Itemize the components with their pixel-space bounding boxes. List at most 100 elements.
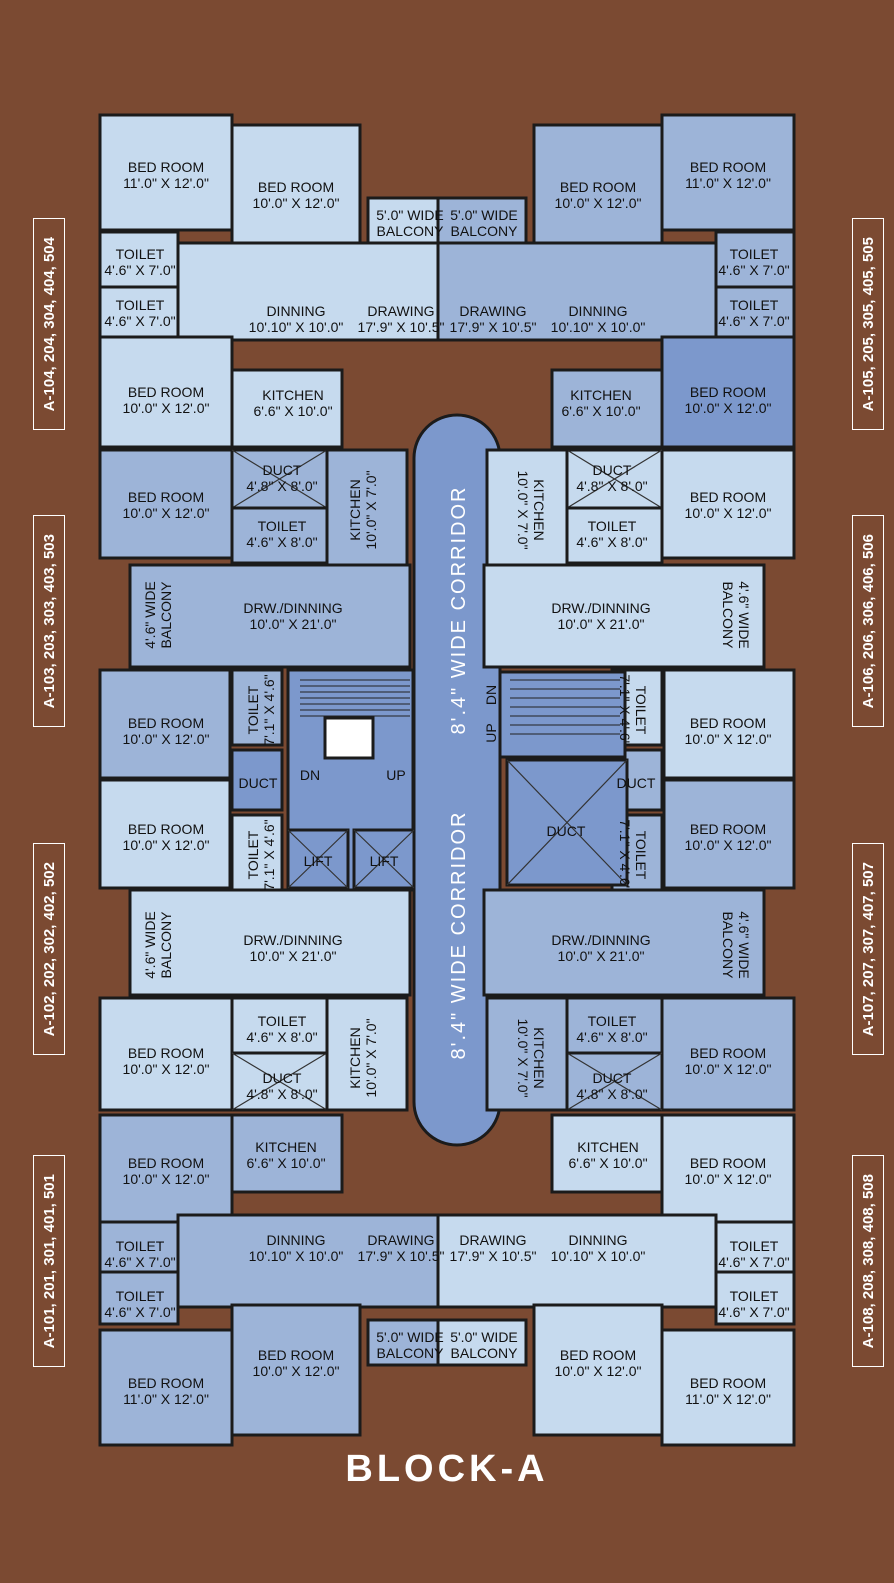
unit-tag-left-3: A-102, 202, 302, 402, 502	[33, 843, 65, 1055]
right-label-toilet-bot-1-line: 4'.6" X 7'.0"	[718, 1254, 789, 1270]
right-label-bed-top-2-line: BED ROOM	[560, 179, 636, 195]
left-top-bed-2	[230, 123, 362, 255]
left-label-bed-top-2-line: 10'.0" X 12'.0"	[253, 195, 340, 211]
left-label-toilet-bot-2-line: TOILET	[116, 1288, 165, 1304]
right-label-bed-top-1-line: 11'.0" X 12'.0"	[685, 175, 771, 191]
right-label-drawing-bot-line: DRAWING	[459, 1232, 526, 1248]
left-label-bed-mid2-2-line: BED ROOM	[128, 1045, 204, 1061]
left-label-bed-bot-2-line: BED ROOM	[258, 1347, 334, 1363]
label-stair-up-left: UP	[386, 767, 405, 783]
right-mid2-duct-cross	[566, 1052, 663, 1111]
left-label-duct-mid: DUCT	[239, 775, 278, 791]
left-top-dinning-drawing	[176, 241, 458, 342]
left-label-toilet-mid1-2-line: 7'.1" X 4'.6"	[261, 674, 277, 745]
right-label-toilet-mid1-line: 4'.6" X 8'.0"	[576, 534, 647, 550]
left-label-bed-top-2-line: BED ROOM	[258, 179, 334, 195]
label-corridor-bottom: 8'.4" WIDE CORRIDOR	[448, 811, 470, 1060]
right-label-drw-mid1-line: DRW./DINNING	[551, 600, 650, 616]
right-mid1-bed-1	[660, 448, 796, 560]
left-top-bed-1	[98, 113, 234, 232]
right-label-toilet-mid2-2-line: TOILET	[588, 1013, 637, 1029]
right-bot-bed-1	[660, 1113, 796, 1224]
left-mid2-bed-2	[98, 996, 234, 1112]
right-label-kitchen-mid2: KITCHEN10'.0" X 7'.0"	[515, 1018, 547, 1097]
right-top-balcony	[436, 196, 528, 245]
right-label-dinning-bot-line: DINNING	[568, 1232, 627, 1248]
right-label-toilet-bot-1-line: TOILET	[730, 1238, 779, 1254]
right-label-kitchen-top-line: KITCHEN	[570, 387, 631, 403]
left-label-dinning-bot-line: DINNING	[266, 1232, 325, 1248]
left-label-drw-mid2-line: DRW./DINNING	[243, 932, 342, 948]
right-label-toilet-bot-2-line: 4'.6" X 7'.0"	[718, 1304, 789, 1320]
left-label-duct-mid-line: DUCT	[239, 775, 278, 791]
right-label-kitchen-top-line: 6'.6" X 10'.0"	[561, 403, 640, 419]
right-label-toilet-mid1-2-line: TOILET	[633, 686, 649, 735]
left-mid1-bed-1	[98, 448, 234, 560]
right-label-bed-mid1-2-line: 10'.0" X 12'.0"	[685, 731, 772, 747]
right-label-bed-top-3-line: 10'.0" X 12'.0"	[685, 400, 772, 416]
left-label-kitchen-mid1: KITCHEN10'.0" X 7'.0"	[347, 470, 379, 549]
left-mid1-drw	[128, 563, 412, 669]
right-label-bed-bot-2-line: 10'.0" X 12'.0"	[555, 1363, 642, 1379]
right-label-toilet-mid2-1: TOILET7'.1" X 4'.6"	[617, 819, 649, 890]
right-top-dinning-drawing	[436, 241, 718, 342]
right-label-drw-mid2-line: DRW./DINNING	[551, 932, 650, 948]
right-label-bed-mid2-2-line: BED ROOM	[690, 1045, 766, 1061]
left-label-bed-top-1-line: BED ROOM	[128, 159, 204, 175]
right-mid1-bed-2	[662, 668, 796, 780]
right-mid1-duct-cross	[566, 449, 663, 509]
left-label-dinning-top-line: 10'.10" X 10'.0"	[249, 319, 344, 335]
right-label-bed-bot-1-line: 10'.0" X 12'.0"	[685, 1171, 772, 1187]
right-bot-toilet-1	[714, 1220, 796, 1274]
left-label-bed-bot-1-line: 10'.0" X 12'.0"	[123, 1171, 210, 1187]
label-lift-1: LIFT	[304, 853, 333, 869]
right-label-bed-mid2-1-line: BED ROOM	[690, 821, 766, 837]
right-label-toilet-bot-2-line: TOILET	[730, 1288, 779, 1304]
left-label-kitchen-mid2-line: KITCHEN	[347, 1027, 363, 1088]
left-label-kitchen-bot-line: 6'.6" X 10'.0"	[246, 1155, 325, 1171]
right-label-drawing-top-line: 17'.9" X 10'.5"	[450, 319, 537, 335]
right-label-drawing-bot-line: 17'.9" X 10'.5"	[450, 1248, 537, 1264]
left-label-bed-mid1-1-line: BED ROOM	[128, 489, 204, 505]
left-label-toilet-mid2-1: TOILET7'.1" X 4'.6"	[245, 819, 277, 890]
right-label-side-balcony-mid1: 4'.6" WIDEBALCONY	[720, 581, 752, 649]
label-lift-2: LIFT	[370, 853, 399, 869]
left-label-kitchen-mid2-line: 10'.0" X 7'.0"	[363, 1018, 379, 1097]
left-mid1-kitchen	[325, 448, 409, 567]
right-label-bed-mid1-1-line: BED ROOM	[690, 489, 766, 505]
right-label-toilet-top-1-line: TOILET	[730, 246, 779, 262]
left-label-duct-mid1-line: DUCT	[263, 462, 302, 478]
left-label-toilet-bot-2-line: 4'.6" X 7'.0"	[104, 1304, 175, 1320]
right-label-balcony-top-line: BALCONY	[451, 223, 519, 239]
left-mid1-duct-cross	[231, 449, 328, 509]
left-label-kitchen-mid1-line: 10'.0" X 7'.0"	[363, 470, 379, 549]
left-label-dinning-bot-line: 10'.10" X 10'.0"	[249, 1248, 344, 1264]
right-label-duct-mid: DUCT	[617, 775, 656, 791]
right-label-dinning-bot-line: 10'.10" X 10'.0"	[551, 1248, 646, 1264]
right-label-dinning-top-line: 10'.10" X 10'.0"	[551, 319, 646, 335]
left-label-drw-mid1-line: DRW./DINNING	[243, 600, 342, 616]
left-bot-bed-2	[230, 1303, 362, 1437]
left-label-bed-mid1-2-line: 10'.0" X 12'.0"	[123, 731, 210, 747]
right-label-toilet-top-1-line: 4'.6" X 7'.0"	[718, 262, 789, 278]
left-label-side-balcony-mid1: 4'.6" WIDEBALCONY	[142, 581, 174, 649]
left-label-balcony-bot-line: BALCONY	[377, 1345, 445, 1361]
